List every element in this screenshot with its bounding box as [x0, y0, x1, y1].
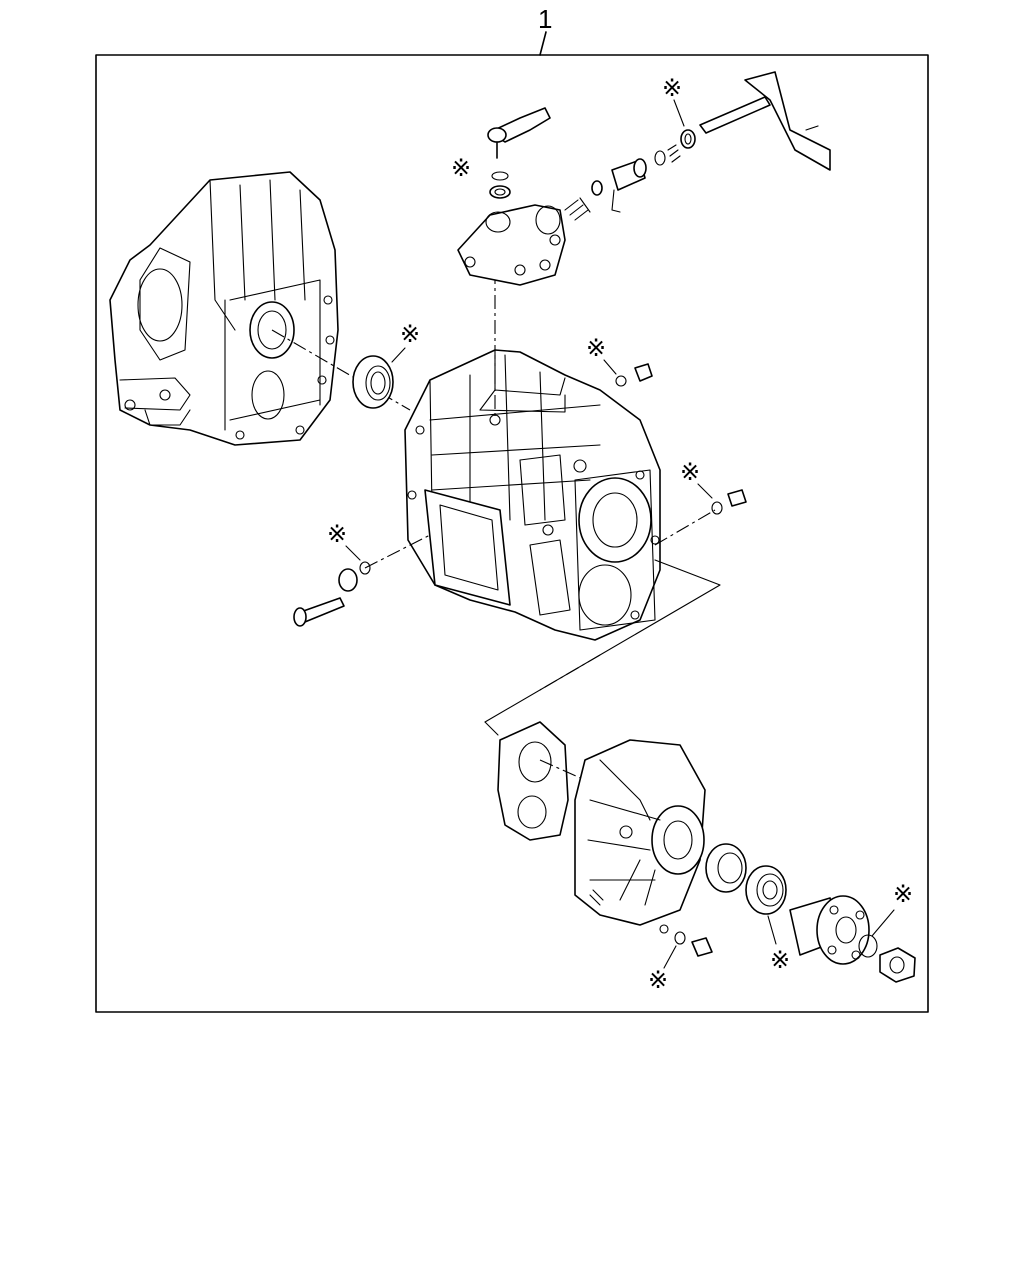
- service-mark-lower-plug: ※: [648, 966, 668, 994]
- left-plug-leader: [364, 534, 431, 569]
- service-mark-flange: ※: [893, 880, 913, 908]
- service-mark-rear-bearing: ※: [770, 946, 790, 974]
- service-mark-lever-seal: ※: [451, 154, 471, 182]
- callout-leader: [539, 31, 547, 56]
- service-mark-left-plug: ※: [327, 520, 347, 548]
- shift-cover-housing: [457, 204, 566, 286]
- service-mark-shaft-seal: ※: [662, 74, 682, 102]
- shift-lever-arm: [487, 107, 551, 199]
- rear-oil-seal: [705, 843, 747, 893]
- extension-housing: [574, 739, 706, 926]
- extension-gasket: [497, 721, 569, 841]
- output-flange: [789, 895, 870, 965]
- extension-leader-upper: [484, 559, 721, 723]
- shift-shaft-parts: [564, 71, 831, 221]
- flange-nut: [879, 947, 916, 983]
- right-plug-leader: [654, 509, 716, 546]
- service-mark-upper-plug: ※: [586, 334, 606, 362]
- right-plug: [711, 489, 747, 515]
- extension-leader-lower: [484, 721, 499, 736]
- service-mark-front-seal: ※: [400, 320, 420, 348]
- bell-housing: [109, 171, 339, 446]
- transmission-case: [404, 349, 661, 641]
- upper-plug: [615, 363, 653, 387]
- lower-plug: [659, 924, 713, 957]
- left-drain-plug: [293, 561, 371, 627]
- service-mark-right-plug: ※: [680, 458, 700, 486]
- front-oil-seal: [271, 329, 411, 411]
- callout-number: 1: [538, 4, 552, 34]
- assembly-frame: [95, 54, 929, 1013]
- flange-o-ring: [858, 934, 878, 958]
- rear-bearing: [745, 865, 787, 915]
